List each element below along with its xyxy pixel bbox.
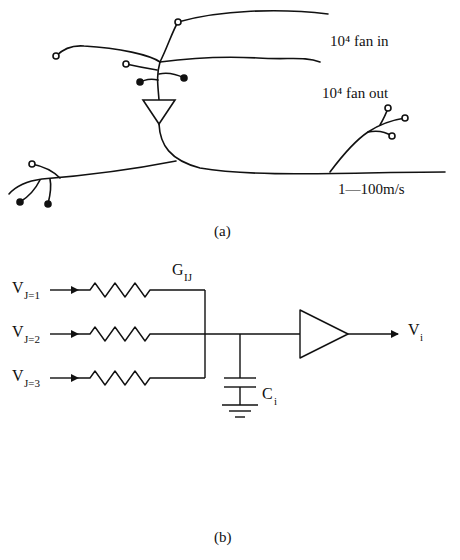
- input-arrow: [50, 377, 78, 378]
- fan-in-label: 10⁴ fan in: [330, 34, 389, 49]
- neuron-sketch: [9, 11, 445, 207]
- axon-twig: [20, 180, 40, 202]
- output-symbol: V: [408, 322, 420, 338]
- conductance-subscript: IJ: [184, 272, 192, 283]
- capacitance-symbol: C: [262, 386, 273, 402]
- fan-out-label: 10⁴ fan out: [322, 86, 388, 101]
- synapse: [385, 105, 391, 111]
- input-symbol: V: [12, 324, 24, 340]
- synapse: [389, 133, 395, 139]
- neuron-body-triangle: [143, 100, 175, 124]
- resistor-symbol: [78, 371, 205, 385]
- panel-label: (a): [214, 224, 231, 239]
- input-symbol: V: [12, 280, 24, 296]
- panel-label: (b): [214, 530, 232, 545]
- conductance-symbol: G: [172, 262, 184, 278]
- dendrite-twig: [159, 73, 184, 78]
- capacitor-lead: [239, 387, 240, 405]
- synapse: [29, 161, 35, 167]
- synapse: [123, 61, 129, 67]
- amplifier-symbol: [300, 310, 348, 358]
- fan-out-branch: [330, 118, 405, 172]
- input-subscript: J=2: [24, 334, 40, 345]
- input-arrow: [50, 289, 78, 290]
- axon-twig: [32, 164, 60, 178]
- ground-symbol: [229, 410, 251, 411]
- output-subscript: i: [420, 332, 423, 343]
- synapse: [17, 199, 23, 205]
- synapse: [181, 75, 187, 81]
- speed-label: 1—100m/s: [338, 182, 405, 197]
- input-arrow: [50, 333, 78, 334]
- synapse: [137, 79, 143, 85]
- output-arrow: [348, 333, 398, 334]
- dendrite: [160, 57, 320, 62]
- synapse: [175, 19, 181, 25]
- dendrite-twig: [126, 64, 157, 70]
- resistor-symbol: [78, 327, 205, 341]
- node-wire: [205, 333, 300, 334]
- ground-symbol: [222, 404, 258, 405]
- axon: [159, 124, 445, 174]
- ground-symbol: [235, 416, 245, 417]
- input-subscript: J=1: [24, 290, 40, 301]
- input-subscript: J=3: [24, 378, 40, 389]
- synapse: [402, 115, 408, 121]
- dendrite-trunk: [158, 62, 160, 100]
- dendrite: [56, 46, 160, 62]
- circuit: [50, 283, 398, 417]
- synapse: [45, 201, 51, 207]
- resistor-symbol: [78, 283, 205, 297]
- dendrite: [160, 11, 328, 62]
- capacitor-lead: [239, 334, 240, 378]
- input-symbol: V: [12, 368, 24, 384]
- synapse: [53, 53, 59, 59]
- capacitor-plate: [224, 377, 256, 378]
- capacitance-subscript: i: [274, 396, 277, 407]
